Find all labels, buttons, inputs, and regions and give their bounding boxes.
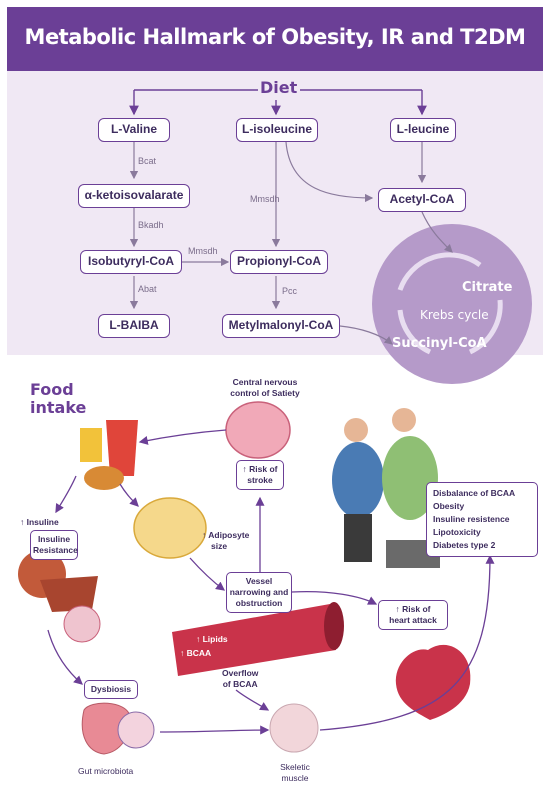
lipids-label: ↑ Lipids [196,634,228,644]
page-title: Metabolic Hallmark of Obesity, IR and T2… [24,25,526,49]
vessel-narrowing-box: Vessel narrowing and obstruction [226,572,292,613]
acetyl-coa-box: Acetyl-CoA [378,188,466,212]
vessel-illustration [172,602,344,676]
overflow-bcaa-label: Overflow of BCAA [222,668,259,689]
heart-illustration [395,644,471,720]
l-baiba-box: L-BAIBA [98,314,170,338]
food-illustration [80,420,138,490]
metylmalonyl-coa-box: Metylmalonyl-CoA [222,314,340,338]
gut-illustration [81,702,155,755]
gut-microbiota-label: Gut microbiota [78,766,134,776]
skeletal-muscle-label: Skeletic muscle [280,762,310,783]
pathway-arrows [129,141,453,345]
isoleucine-box: L-isoleucine [236,118,318,142]
insuline-label: ↑ Insuline [20,517,59,527]
brain-illustration [225,401,291,459]
succinyl-coa-label: Succinyl-CoA [392,336,487,351]
leucine-box: L-leucine [390,118,456,142]
condition-item: Disbalance of BCAA [433,488,516,498]
ketoisovalarate-box: α-ketoisovalarate [78,184,190,208]
dysbiosis-box: Dysbiosis [84,680,138,699]
adipocyte-illustration [133,497,207,559]
propionyl-coa-box: Propionyl-CoA [230,250,328,274]
condition-item: Obesity [433,501,465,511]
stroke-risk-box: ↑ Risk of stroke [236,460,284,490]
krebs-cycle-arrows [397,252,503,355]
isobutyryl-coa-box: Isobutyryl-CoA [80,250,182,274]
condition-item: Insuline resistence [433,514,510,524]
insulin-resistance-box: Insuline Resistance [30,530,78,560]
adipocyte-label: ↑ Adiposyte size [202,530,250,551]
valine-box: L-Valine [98,118,170,142]
bcaa-label: ↑ BCAA [180,648,212,658]
enzyme-pcc: Pcc [282,286,298,296]
cycle-arrows [47,429,495,735]
krebs-cycle-circle [372,224,532,384]
muscle-illustration [269,703,319,753]
diet-branch-lines [129,89,427,116]
enzyme-bkadh: Bkadh [138,220,164,230]
enzyme-bcat: Bcat [138,156,157,166]
food-intake-label-line1: Food [30,380,74,399]
diet-label: Diet [260,78,298,97]
enzyme-mmsdh-2: Mmsdh [188,246,218,256]
condition-item: Lipotoxicity [433,527,481,537]
enzyme-mmsdh-1: Mmsdh [250,194,280,204]
citrate-label: Citrate [462,280,513,295]
condition-item: Diabetes type 2 [433,540,496,550]
krebs-cycle-label: Krebs cycle [420,308,489,322]
food-intake-label-line2: intake [30,398,87,417]
conditions-box: Disbalance of BCAA Obesity Insuline resi… [426,482,538,557]
cns-label: Central nervous control of Satiety [230,377,300,398]
header-banner: Metabolic Hallmark of Obesity, IR and T2… [7,7,543,71]
liver-illustration [18,550,101,643]
enzyme-abat: Abat [138,284,157,294]
people-illustration [332,408,440,568]
heart-attack-risk-box: ↑ Risk of heart attack [378,600,448,630]
